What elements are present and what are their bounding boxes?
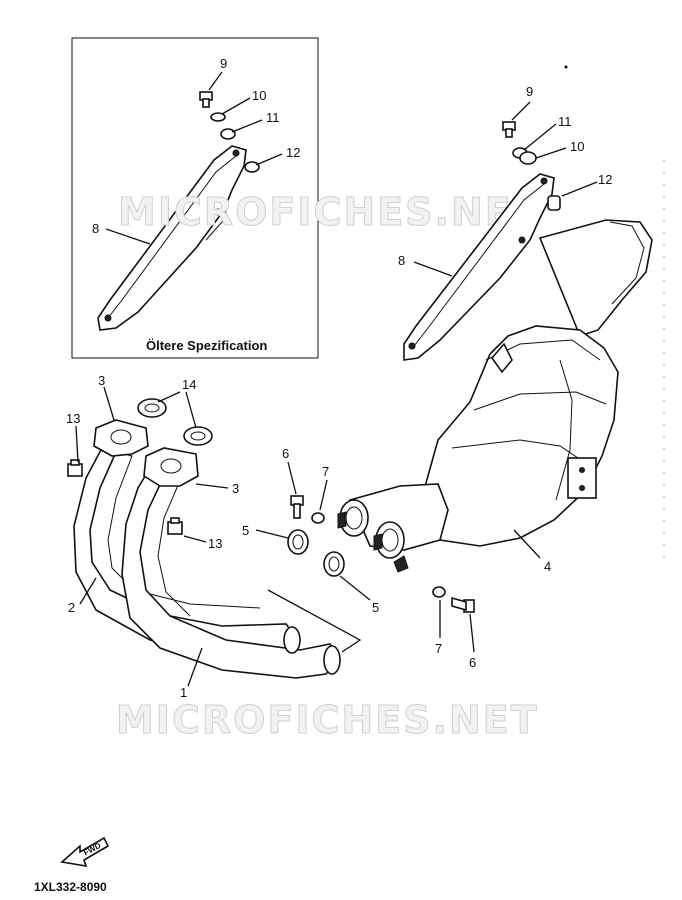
callout-gasket: 14 (182, 377, 196, 392)
inset-callout-protector: 8 (92, 221, 99, 236)
heat-protector (403, 173, 555, 361)
gasket-upper (137, 398, 167, 418)
inset-callout-washer: 10 (252, 88, 266, 103)
nut-right (167, 517, 183, 535)
callout-bolt-lower: 6 (469, 655, 476, 670)
inset-nut (220, 128, 236, 140)
flange-lower (143, 447, 199, 487)
washer-upper (311, 512, 325, 524)
inset-callout-nut: 11 (266, 110, 280, 125)
inset-callout-screw: 9 (220, 56, 227, 71)
watermark-bottom: MICROFICHES.NET (116, 698, 539, 742)
callout-nut-right: 13 (208, 536, 222, 551)
watermark-top: MICROFICHES.NET (118, 190, 541, 234)
muffler (337, 219, 653, 573)
callout-flange-upper: 3 (98, 373, 105, 388)
protector-damper (547, 195, 561, 211)
inset-older-spec: 9 10 11 12 8 Öltere Spezification (71, 37, 319, 359)
protector-screw (502, 121, 516, 138)
callout-nut-left: 13 (66, 411, 80, 426)
clamp-gasket-right (323, 551, 345, 577)
bolt-lower (451, 596, 475, 613)
protector-washer (519, 151, 537, 165)
callout-protector-damper: 12 (598, 172, 612, 187)
callout-pipe-1: 1 (180, 685, 187, 700)
callout-washer-upper: 7 (322, 464, 329, 479)
diagram-code: 1XL332-8090 (34, 880, 107, 894)
exhaust-pipe-1 (121, 467, 342, 679)
muffler-bracket (567, 457, 597, 499)
forward-arrow-icon: FWD (60, 836, 110, 868)
bolt-upper (290, 495, 304, 519)
callout-protector: 8 (398, 253, 405, 268)
callout-clamp-gasket-left: 5 (242, 523, 249, 538)
nut-left (67, 459, 83, 477)
callout-pipe-2: 2 (68, 600, 75, 615)
clamp-gasket-left (287, 529, 309, 555)
callout-muffler: 4 (544, 559, 551, 574)
flange-upper (93, 419, 149, 457)
callout-protector-nut: 11 (558, 114, 572, 129)
scan-speck (564, 65, 568, 69)
inset-caption: Öltere Spezification (146, 338, 267, 353)
washer-lower (432, 586, 446, 598)
callout-protector-screw: 9 (526, 84, 533, 99)
callout-flange-lower: 3 (232, 481, 239, 496)
inset-callout-damper: 12 (286, 145, 300, 160)
inset-frame (71, 37, 319, 359)
callout-bolt-upper: 6 (282, 446, 289, 461)
inset-heat-protector (97, 145, 247, 331)
callout-clamp-gasket-right: 5 (372, 600, 379, 615)
callout-protector-washer: 10 (570, 139, 584, 154)
gasket-lower (183, 426, 213, 446)
inset-washer (210, 112, 226, 122)
callout-washer-lower: 7 (435, 641, 442, 656)
inset-screw (199, 91, 213, 108)
inset-damper (244, 161, 260, 173)
